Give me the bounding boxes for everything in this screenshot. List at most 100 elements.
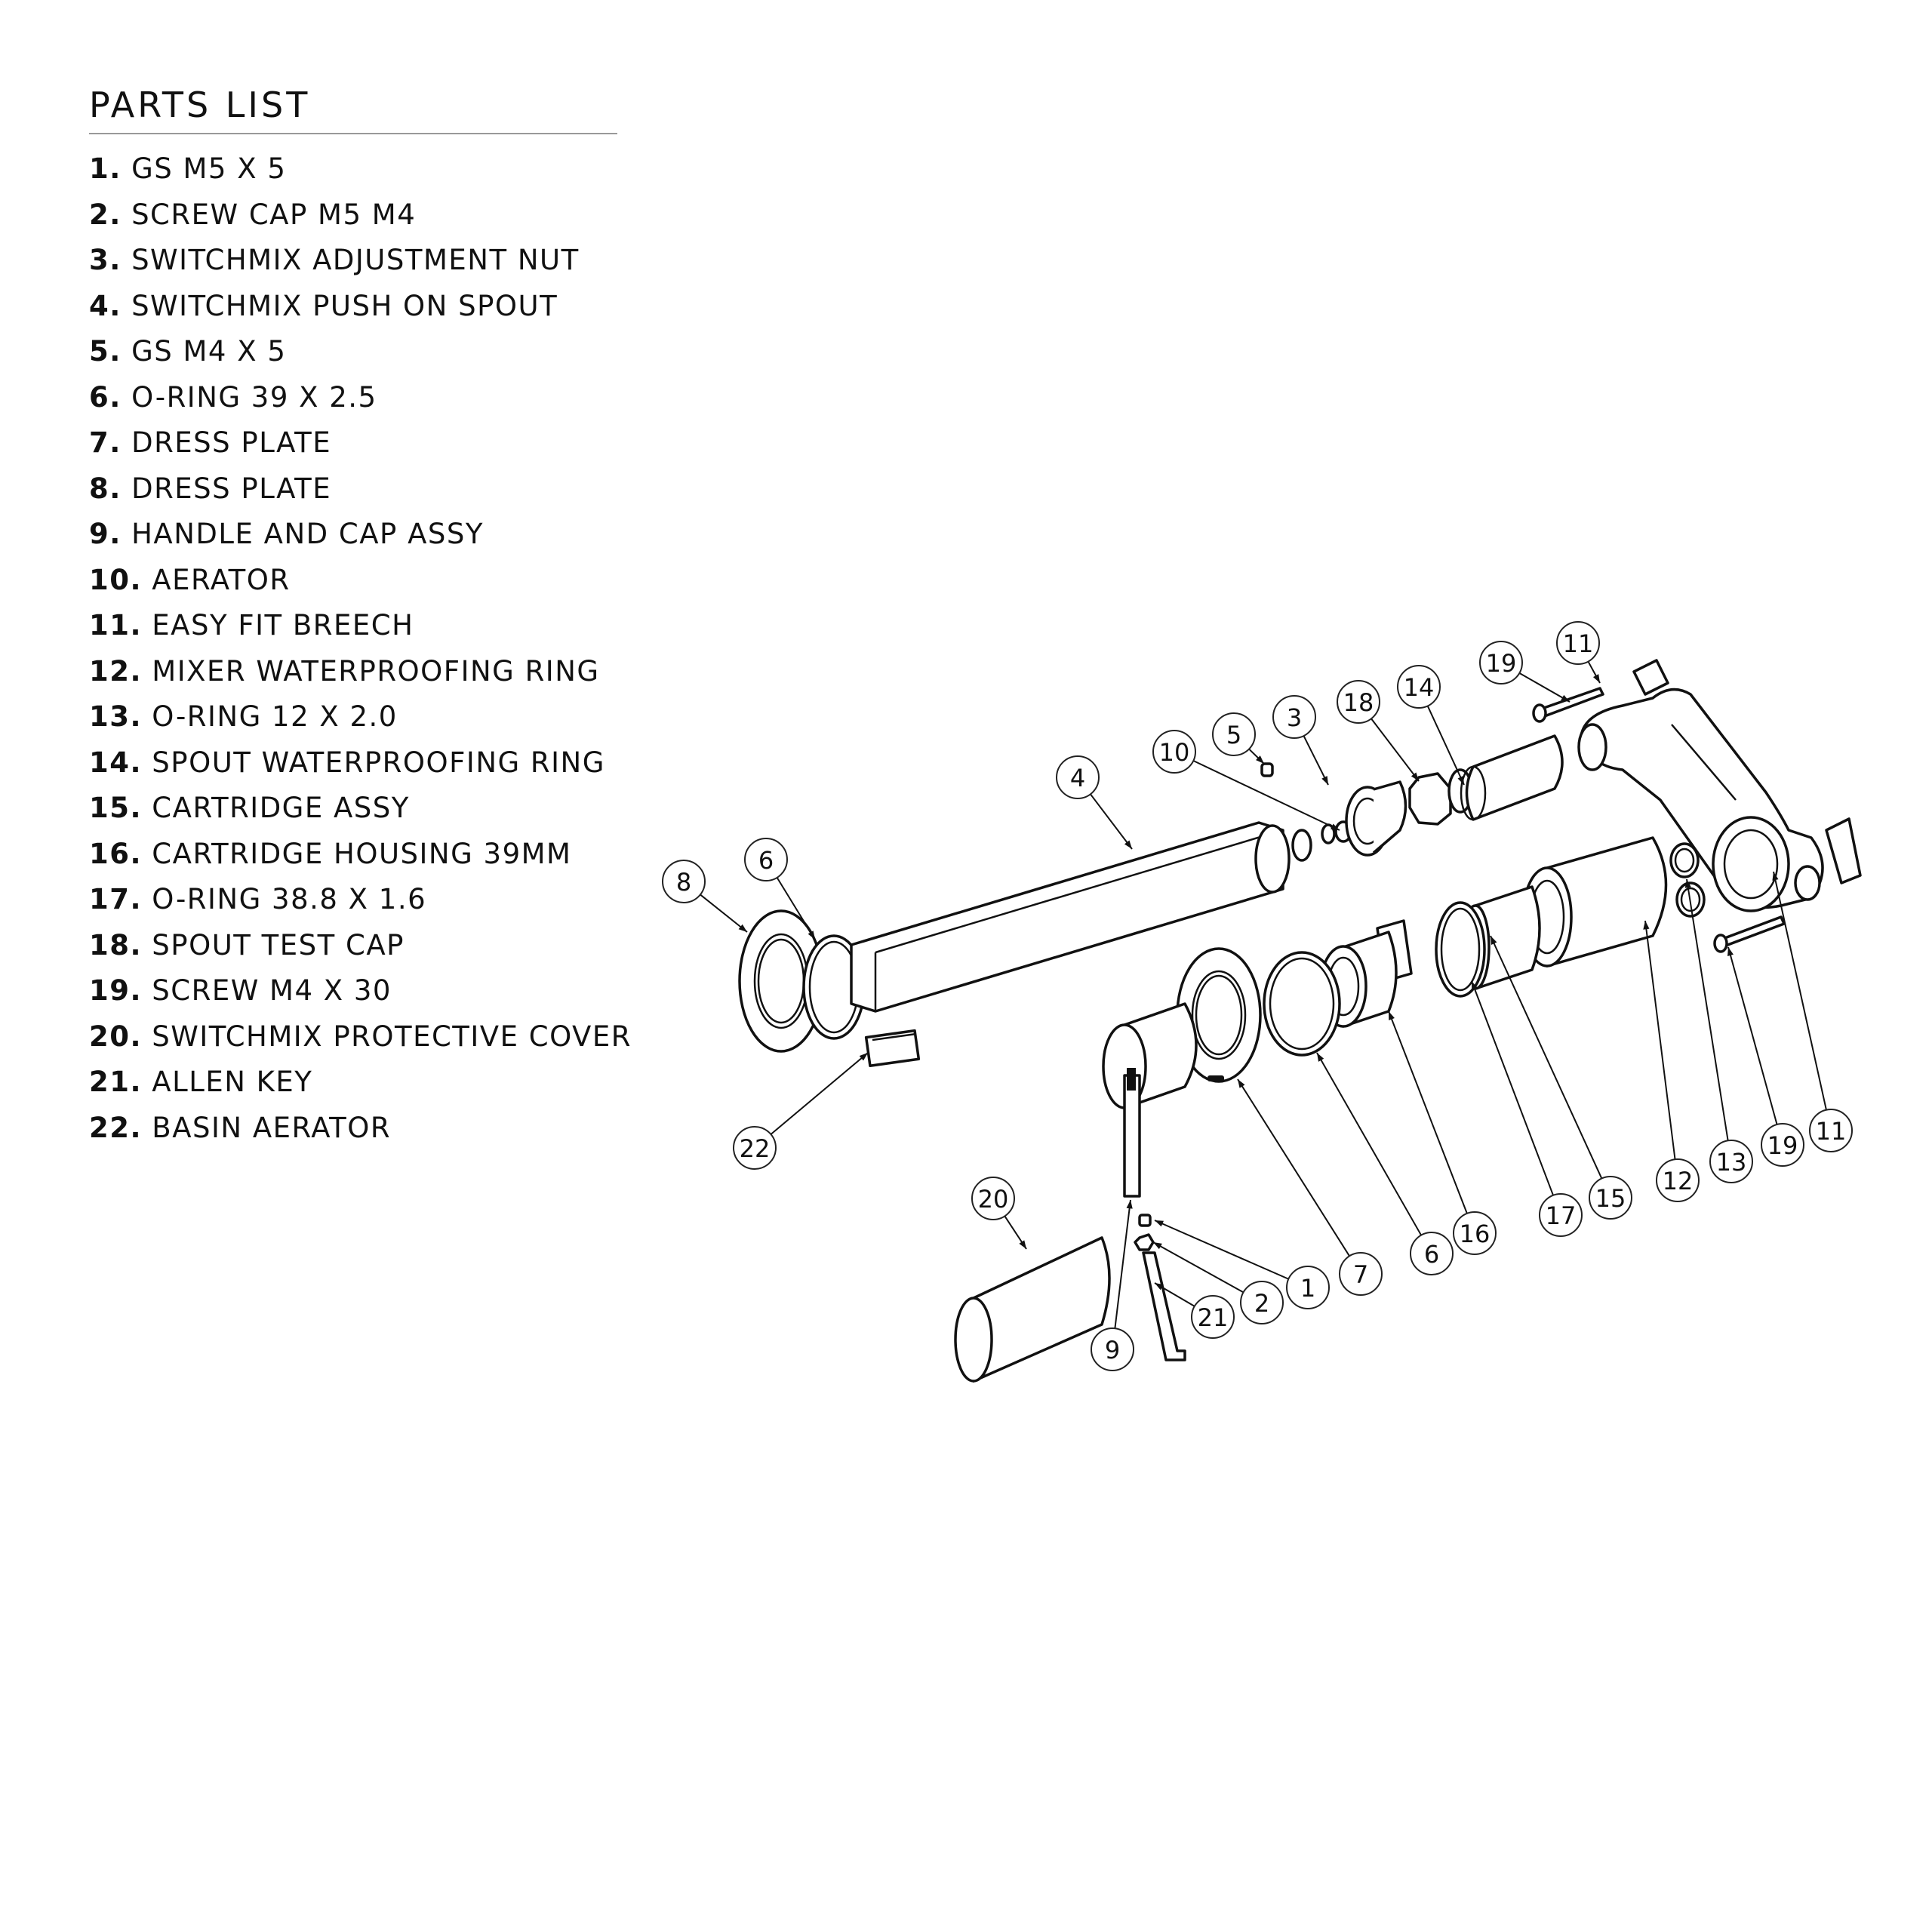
- callout-circle: [1191, 1295, 1235, 1339]
- callout-3: 3: [1272, 695, 1316, 739]
- callout-label: 4: [1070, 764, 1085, 792]
- callout-circle: [733, 1126, 777, 1170]
- leader-line: [1152, 1241, 1244, 1294]
- part-number: 8.: [89, 472, 122, 505]
- callout-circle: [1453, 1211, 1497, 1255]
- leader-arrowhead: [1457, 776, 1464, 785]
- part-12-mixer-waterproofing-ring: [1521, 836, 1668, 968]
- leader-arrowhead: [1238, 1079, 1245, 1088]
- leader-arrowhead: [1727, 947, 1734, 956]
- leader-arrowhead: [1317, 1053, 1324, 1062]
- callout-circle: [1761, 1123, 1804, 1167]
- callout-circle: [1212, 712, 1256, 756]
- callout-label: 12: [1663, 1167, 1694, 1195]
- leader-line: [1316, 1052, 1422, 1236]
- leader-arrowhead: [738, 924, 747, 932]
- callout-circle: [1337, 680, 1380, 724]
- parts-list-item: 12. MIXER WATERPROOFING RING: [89, 649, 617, 695]
- leader-arrowhead: [1321, 776, 1328, 785]
- leader-arrowhead: [1153, 1242, 1162, 1250]
- parts-list-item: 16. CARTRIDGE HOUSING 39MM: [89, 832, 617, 878]
- part-number: 1.: [89, 152, 122, 185]
- part-number: 3.: [89, 244, 122, 276]
- callout-label: 11: [1816, 1117, 1847, 1146]
- part-2-screw-cap: [1134, 1233, 1155, 1251]
- callout-circle: [1809, 1109, 1853, 1152]
- part-name: AERATOR: [142, 563, 291, 596]
- callout-19: 19: [1761, 1123, 1804, 1167]
- part-number: 19.: [89, 974, 143, 1007]
- part-number: 10.: [89, 563, 143, 596]
- part-name: DRESS PLATE: [121, 472, 332, 505]
- callout-2: 2: [1240, 1281, 1284, 1324]
- parts-list-item: 19. SCREW M4 X 30: [89, 968, 617, 1014]
- leader-arrowhead: [859, 1053, 868, 1061]
- parts-list-item: 3. SWITCHMIX ADJUSTMENT NUT: [89, 238, 617, 284]
- leader-arrowhead: [1491, 936, 1497, 945]
- leader-lines: [700, 661, 1827, 1329]
- part-name: GS M4 X 5: [121, 335, 287, 368]
- part-3-adjustment-nut: [1345, 780, 1407, 857]
- leader-arrowhead: [1643, 921, 1650, 930]
- leader-line: [1727, 946, 1778, 1125]
- callout-label: 14: [1404, 673, 1435, 702]
- part-name: SWITCHMIX PROTECTIVE COVER: [142, 1020, 632, 1053]
- part-14-spout-waterproofing-ring: [1460, 734, 1564, 821]
- part-21-allen-key: [1142, 1251, 1186, 1361]
- part-number: 12.: [89, 654, 143, 688]
- callout-label: 19: [1486, 649, 1517, 678]
- callout-11: 11: [1556, 621, 1600, 665]
- callout-16: 16: [1453, 1211, 1497, 1255]
- parts-list-item: 7. DRESS PLATE: [89, 420, 617, 466]
- part-9-handle: [1102, 1002, 1198, 1198]
- part-drawings: [738, 659, 1862, 1383]
- callout-circle: [1410, 1232, 1454, 1275]
- part-number: 9.: [89, 518, 122, 550]
- part-number: 15.: [89, 792, 143, 824]
- leader-arrowhead: [1155, 1220, 1164, 1227]
- leader-arrowhead: [1019, 1240, 1026, 1249]
- leader-arrowhead: [1155, 1283, 1164, 1291]
- callout-4: 4: [1056, 755, 1100, 799]
- part-number: 16.: [89, 837, 143, 870]
- callout-circle: [1056, 755, 1100, 799]
- callout-11: 11: [1809, 1109, 1853, 1152]
- part-name: MIXER WATERPROOFING RING: [142, 654, 600, 688]
- part-number: 5.: [89, 335, 122, 368]
- callout-label: 2: [1254, 1289, 1269, 1318]
- parts-list-item: 21. ALLEN KEY: [89, 1060, 617, 1106]
- part-number: 13.: [89, 700, 143, 733]
- callout-10: 10: [1152, 730, 1196, 774]
- callout-label: 11: [1563, 629, 1594, 658]
- callout-circle: [1709, 1140, 1753, 1183]
- callout-circle: [1479, 641, 1523, 685]
- leader-line: [1471, 980, 1554, 1196]
- parts-list-item: 1. GS M5 X 5: [89, 146, 617, 192]
- callout-label: 6: [758, 846, 774, 875]
- part-8-dress-plate: [738, 909, 824, 1053]
- part-name: DRESS PLATE: [121, 426, 332, 459]
- callout-7: 7: [1339, 1252, 1383, 1296]
- callout-5: 5: [1212, 712, 1256, 756]
- part-number: 2.: [89, 198, 122, 231]
- part-name: SCREW M4 X 30: [142, 974, 392, 1007]
- callout-label: 17: [1546, 1201, 1577, 1230]
- leader-arrowhead: [1124, 840, 1132, 849]
- callout-label: 13: [1716, 1148, 1747, 1177]
- callout-circle: [1556, 621, 1600, 665]
- part-name: BASIN AERATOR: [142, 1111, 392, 1144]
- part-number: 4.: [89, 289, 122, 322]
- leader-arrowhead: [1389, 1011, 1395, 1020]
- parts-list-item: 13. O-RING 12 X 2.0: [89, 694, 617, 740]
- leader-line: [776, 877, 816, 940]
- parts-list-item: 14. SPOUT WATERPROOFING RING: [89, 740, 617, 786]
- callout-label: 3: [1287, 703, 1302, 732]
- callout-19: 19: [1479, 641, 1523, 685]
- callout-circle: [1152, 730, 1196, 774]
- part-name: O-RING 38.8 X 1.6: [142, 883, 427, 915]
- callout-label: 8: [676, 868, 691, 897]
- callout-20: 20: [971, 1177, 1015, 1220]
